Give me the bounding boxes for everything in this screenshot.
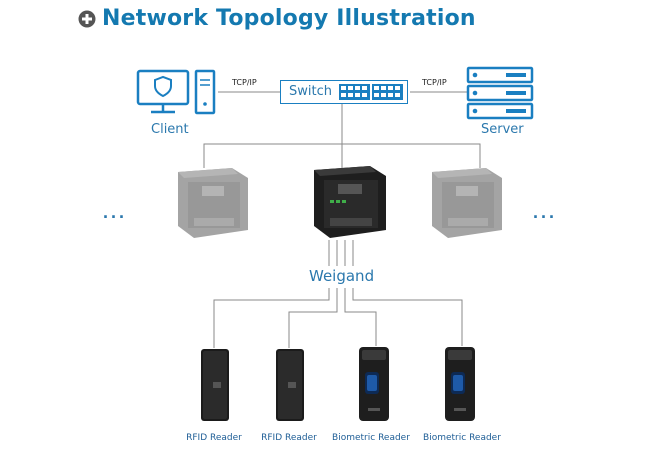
server-label: Server: [481, 122, 524, 137]
link-label-client-switch: TCP/IP: [232, 78, 257, 87]
computer-icon: [135, 68, 220, 120]
client-label: Client: [151, 122, 189, 137]
ellipsis-right: ...: [533, 202, 558, 222]
link-label-switch-server: TCP/IP: [422, 78, 447, 87]
switch-box: Switch: [280, 80, 408, 104]
plus-circle-icon: [78, 10, 96, 28]
ellipsis-left: ...: [103, 202, 128, 222]
page-title: Network Topology Illustration: [102, 6, 476, 31]
switch-label: Switch: [289, 84, 332, 99]
server-rack-icon: [466, 66, 534, 122]
protocol-label: Weigand: [307, 267, 377, 285]
reader-label-4: Biometric Reader: [423, 433, 501, 443]
reader-label-1: RFID Reader: [186, 433, 242, 443]
reader-label-2: RFID Reader: [261, 433, 317, 443]
reader-label-3: Biometric Reader: [332, 433, 410, 443]
